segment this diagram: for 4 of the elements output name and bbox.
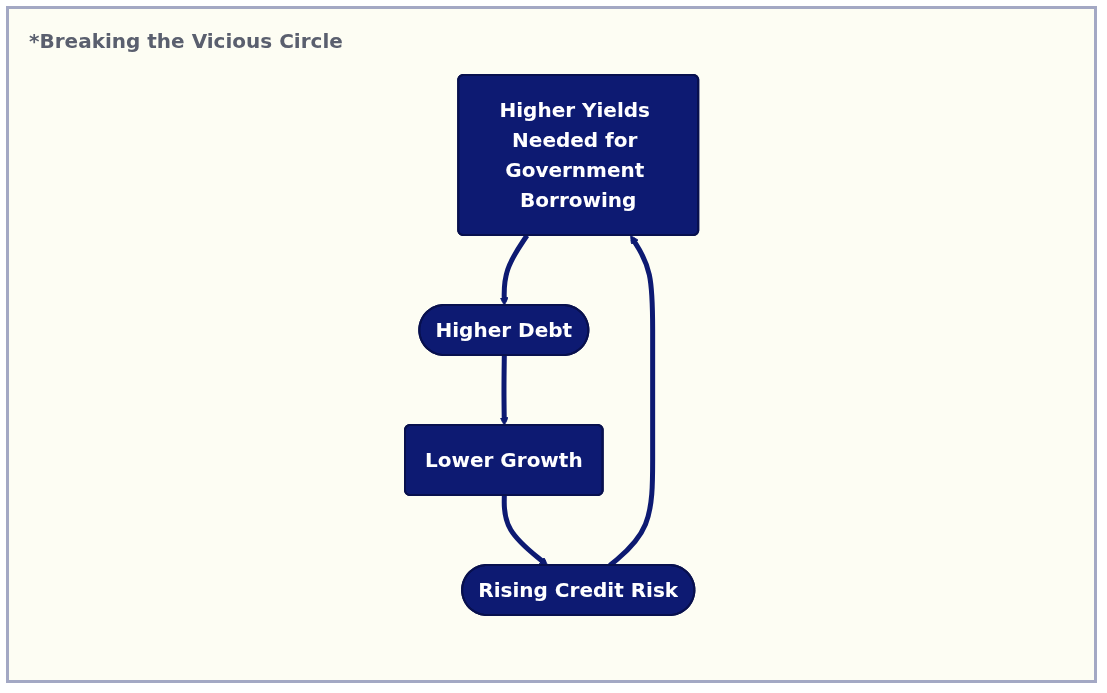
arrow <box>499 354 509 426</box>
center-note: *Breaking the Vicious Circle <box>29 29 344 53</box>
arrow <box>501 494 548 566</box>
arrow <box>499 233 529 306</box>
